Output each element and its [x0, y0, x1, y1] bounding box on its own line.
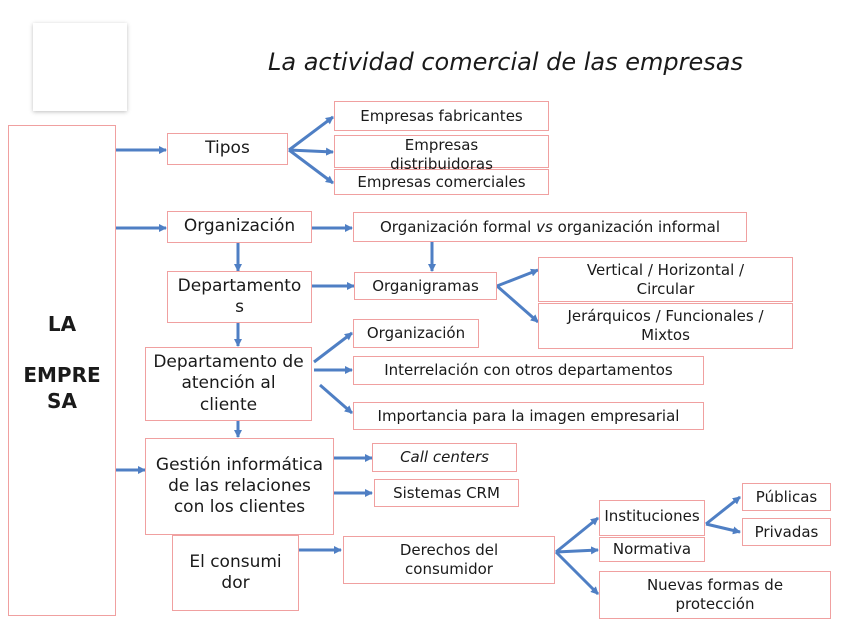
- arrow-derechos-nuevas: [554, 550, 600, 596]
- privadas-box: Privadas: [742, 518, 831, 546]
- departamentos-box: Departamentos: [167, 271, 312, 323]
- organizacion-box: Organización: [167, 211, 312, 243]
- empresa-word-empresa: EMPRE SA: [9, 362, 115, 414]
- arrow-tipos-distribuidoras: [288, 147, 334, 156]
- arrow-atencion-importancia: [319, 383, 353, 415]
- derechos-consumidor-box: Derechos del consumidor: [343, 536, 555, 584]
- call-centers-box: Call centers: [372, 443, 517, 472]
- arrow-tipos-fabricantes: [288, 115, 334, 152]
- empresa-word-la: LA: [47, 312, 77, 336]
- gestion-informatica-box: Gestión informática de las relaciones co…: [145, 438, 334, 535]
- departamentos-label: Departamentos: [177, 275, 302, 317]
- arrow-derechos-instituciones: [555, 516, 599, 554]
- arrow-instituciones-privadas: [705, 522, 741, 535]
- organizacion-informal-text: organización informal: [552, 217, 721, 236]
- importancia-box: Importancia para la imagen empresarial: [353, 402, 704, 430]
- vs-text: vs: [536, 217, 553, 236]
- privadas-label: Privadas: [754, 522, 819, 541]
- instituciones-label: Instituciones: [604, 507, 700, 525]
- empresas-fabricantes-label: Empresas fabricantes: [360, 106, 523, 125]
- arrow-instituciones-publicas: [705, 495, 741, 526]
- arrow-organigramas-jerarquicos: [496, 284, 539, 324]
- empresas-comerciales-box: Empresas comerciales: [334, 169, 549, 195]
- consumidor-label: El consumidor: [189, 551, 282, 593]
- empresas-fabricantes-box: Empresas fabricantes: [334, 101, 549, 131]
- sistemas-crm-box: Sistemas CRM: [374, 479, 519, 507]
- arrow-derechos-normativa: [555, 546, 599, 555]
- derechos-consumidor-label: Derechos del consumidor: [399, 541, 499, 578]
- call-centers-label: Call centers: [400, 448, 489, 467]
- nuevas-formas-label: Nuevas formas de protección: [646, 576, 784, 613]
- logo-placeholder: [33, 23, 127, 111]
- nuevas-formas-box: Nuevas formas de protección: [599, 571, 831, 619]
- empresas-distribuidoras-label: Empresas distribuidoras: [390, 136, 493, 173]
- organigrama-jerarquicos-label: Jerárquicos / Funcionales / Mixtos: [567, 307, 764, 344]
- organizacion-formal-label: Organización formal vs organización info…: [380, 218, 720, 237]
- normativa-box: Normativa: [599, 537, 705, 562]
- atencion-cliente-box: Departamento de atención al cliente: [145, 347, 312, 421]
- gestion-informatica-label: Gestión informática de las relaciones co…: [155, 454, 324, 518]
- organigramas-label: Organigramas: [372, 276, 479, 295]
- organigrama-vertical-label: Vertical / Horizontal / Circular: [586, 260, 745, 298]
- organigramas-box: Organigramas: [354, 272, 497, 300]
- normativa-label: Normativa: [612, 540, 692, 559]
- instituciones-box: Instituciones: [599, 500, 705, 536]
- arrow-tipos-comerciales: [288, 148, 334, 185]
- empresa-word-part1: EMPRE: [23, 363, 101, 387]
- importancia-label: Importancia para la imagen empresarial: [377, 406, 680, 425]
- la-empresa-box: LA EMPRE SA: [8, 125, 116, 616]
- publicas-box: Públicas: [742, 483, 831, 511]
- empresas-distribuidoras-box: Empresas distribuidoras: [334, 135, 549, 173]
- organizacion-label: Organización: [183, 216, 296, 237]
- atencion-organizacion-label: Organización: [366, 324, 466, 343]
- interrelacion-box: Interrelación con otros departamentos: [353, 356, 704, 385]
- tipos-box: Tipos: [167, 133, 288, 165]
- organigrama-vertical-box: Vertical / Horizontal / Circular: [538, 257, 793, 302]
- organigrama-jerarquicos-box: Jerárquicos / Funcionales / Mixtos: [538, 303, 793, 349]
- atencion-organizacion-box: Organización: [353, 319, 479, 348]
- page-title: La actividad comercial de las empresas: [268, 48, 743, 76]
- arrow-organigramas-vertical: [496, 268, 539, 288]
- empresas-comerciales-label: Empresas comerciales: [357, 172, 526, 191]
- organizacion-formal-box: Organización formal vs organización info…: [353, 212, 747, 242]
- publicas-label: Públicas: [755, 487, 818, 506]
- sistemas-crm-label: Sistemas CRM: [393, 483, 500, 502]
- organizacion-formal-text: Organización formal: [379, 217, 537, 236]
- arrow-atencion-organizacion: [313, 331, 353, 364]
- consumidor-box: El consumidor: [172, 535, 299, 611]
- empresa-word-part2: SA: [47, 389, 77, 413]
- atencion-cliente-label: Departamento de atención al cliente: [153, 352, 304, 415]
- tipos-label: Tipos: [205, 138, 250, 159]
- interrelacion-label: Interrelación con otros departamentos: [384, 361, 673, 380]
